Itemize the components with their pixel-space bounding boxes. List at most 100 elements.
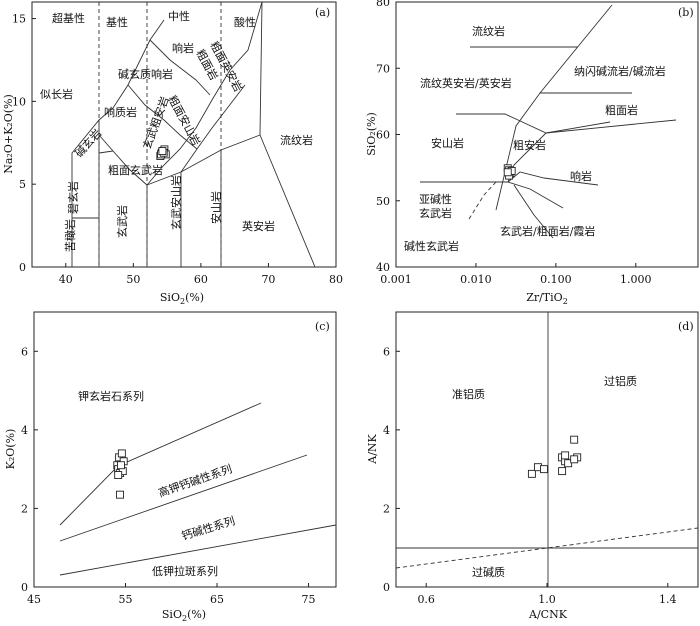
panel-b-xtick-label: 0.100 <box>540 273 572 286</box>
panel-c-ytick-label: 6 <box>21 345 28 358</box>
panel-c-ytick-label: 2 <box>21 502 28 515</box>
panel-c-axes: 45 55 65 75 0 2 4 6 <box>21 345 316 606</box>
panel-c-ytick-label: 4 <box>21 424 28 437</box>
field-b-subalkaline: 亚碱性 <box>419 192 452 206</box>
field-phonolite: 响岩 <box>172 41 194 55</box>
field-basaltic-andesite: 玄武安山岩 <box>169 175 183 230</box>
field-b-bas-trach-neph: 玄武岩/粗面岩/霞岩 <box>500 224 595 238</box>
sample-point <box>117 449 126 458</box>
panel-c-xlabel: SiO2(%) <box>162 608 206 622</box>
field-rhyolite: 流纹岩 <box>280 133 313 147</box>
line-peralkaline <box>395 527 699 569</box>
sample-point <box>561 451 570 460</box>
panel-d-frame <box>395 311 699 588</box>
panel-d-field-lines <box>395 312 699 587</box>
panel-a-ytick-label: 15 <box>12 13 26 26</box>
panel-a-xtick-label: 60 <box>194 273 208 286</box>
panel-d-ytick-label: 2 <box>383 502 390 515</box>
panel-a-frame <box>31 1 337 268</box>
panel-a-tag: (a) <box>315 6 330 19</box>
panel-a-ytick-label: 0 <box>19 261 26 274</box>
panel-b-ytick-label: 80 <box>376 0 390 9</box>
panel-d-ylabel: A/NK <box>366 433 379 464</box>
panel-c-field-lines <box>59 402 337 576</box>
panel-b-ylabel: SiO₂(%) <box>365 112 378 156</box>
field-low-k-tholeiite: 低钾拉斑系列 <box>152 564 218 578</box>
panel-b-ytick-label: 60 <box>376 129 390 142</box>
field-andesite: 安山岩 <box>209 191 223 224</box>
field-ultrabasic: 超基性 <box>52 11 85 25</box>
panel-c-xtick-label: 45 <box>27 593 41 606</box>
panel-c-xtick-label: 55 <box>119 593 133 606</box>
sample-point <box>570 455 579 464</box>
panel-a-xtick-label: 70 <box>261 273 275 286</box>
field-b-trachyte: 粗面岩 <box>605 103 638 117</box>
panel-c-ytick-label: 0 <box>21 581 28 594</box>
panel-b-zr-tio2: (b) 0.001 0.010 0.100 1.000 40 50 60 70 80 流纹岩 纳… <box>365 0 699 306</box>
field-b-rhyolite: 流纹岩 <box>472 24 505 38</box>
field-b-basalt: 玄武岩 <box>419 206 452 220</box>
panel-d-xtick-label: 0.6 <box>417 593 435 606</box>
field-tephriphonolite: 碱玄质响岩 <box>118 67 173 81</box>
sample-point <box>570 435 579 444</box>
panel-b-xtick-label: 0.010 <box>460 273 492 286</box>
field-b-rhyodacite: 流纹英安岩/英安岩 <box>420 76 512 90</box>
panel-c-ylabel: K₂O(%) <box>4 429 17 470</box>
sample-point <box>558 467 567 476</box>
panel-b-axes: 0.001 0.010 0.100 1.000 40 50 60 70 80 <box>376 0 652 286</box>
panel-b-samples <box>503 164 516 180</box>
sample-point <box>503 168 512 177</box>
panel-d-ytick-label: 4 <box>383 424 390 437</box>
panel-c-frame <box>33 311 337 588</box>
field-basalt: 玄武岩 <box>115 205 129 238</box>
field-intermediate: 中性 <box>168 9 190 23</box>
field-trachyandesite: 粗面安山岩 <box>165 93 203 148</box>
panel-a-xtick-label: 50 <box>126 273 140 286</box>
panel-b-ytick-label: 50 <box>376 195 390 208</box>
panel-a-field-labels: 超基性 基性 中性 酸性 似长岩 响岩 碱玄质响岩 响质岩 碱玄岩 碧玄岩 粗面… <box>40 9 313 252</box>
panel-a-xtick-label: 40 <box>59 273 73 286</box>
field-peraluminous: 过铝质 <box>604 374 637 388</box>
panel-d-field-labels: 准铝质 过铝质 过碱质 <box>452 374 637 579</box>
panel-d-ytick-label: 0 <box>383 581 390 594</box>
panel-d-xtick-label: 1.4 <box>659 593 677 606</box>
field-peralkaline: 过碱质 <box>472 566 505 579</box>
field-phonotephrite: 响质岩 <box>104 105 137 119</box>
field-metaluminous: 准铝质 <box>452 387 485 401</box>
panel-d-ytick-label: 6 <box>383 345 390 358</box>
field-acidic: 酸性 <box>234 15 256 29</box>
field-trachybasalt: 粗面玄武岩 <box>108 163 163 177</box>
field-b-trachyandesite: 粗安岩 <box>513 138 546 152</box>
field-dacite: 英安岩 <box>242 219 275 233</box>
field-b-andesite: 安山岩 <box>431 136 464 150</box>
sample-point <box>527 469 536 478</box>
panel-b-ytick-label: 40 <box>376 261 390 274</box>
panel-b-xtick-label: 0.001 <box>380 273 412 286</box>
panel-d-tag: (d) <box>678 320 694 333</box>
panel-c-samples <box>113 449 128 499</box>
panel-c-xtick-label: 75 <box>302 593 316 606</box>
panel-b-tag: (b) <box>678 6 694 19</box>
panel-a-ytick-label: 10 <box>12 95 26 108</box>
field-basanite: 碧玄岩 <box>66 181 80 214</box>
field-calc-alkaline: 钙碱性系列 <box>180 513 237 542</box>
sample-point <box>114 471 123 479</box>
field-b-comendite: 纳闪碱流岩/碱流岩 <box>574 64 666 78</box>
field-picrobasalt: 苦橄岩 <box>63 219 77 252</box>
field-basic: 基性 <box>106 15 128 29</box>
field-foidite: 似长岩 <box>40 87 73 101</box>
panel-c-field-labels: 钾玄岩石系列 高钾钙碱性系列 钙碱性系列 低钾拉斑系列 <box>78 389 236 578</box>
panel-b-ytick-label: 70 <box>376 62 390 75</box>
panel-a-xtick-label: 80 <box>329 273 343 286</box>
sample-point <box>540 465 548 474</box>
panel-c-xtick-label: 65 <box>210 593 224 606</box>
panel-a-field-lines <box>71 1 316 268</box>
panel-b-xtick-label: 1.000 <box>620 273 652 286</box>
